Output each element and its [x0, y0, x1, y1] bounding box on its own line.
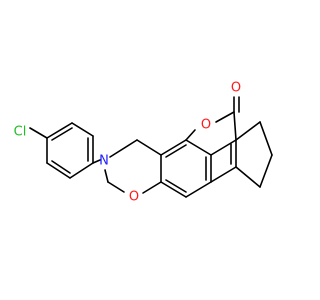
bond	[259, 121, 273, 156]
bond	[29, 127, 48, 139]
lactone-oxygen-atom-label: O	[201, 118, 211, 133]
bond	[165, 179, 187, 193]
bond	[46, 122, 73, 139]
bond	[235, 121, 261, 141]
bond	[210, 139, 237, 156]
bond	[215, 111, 235, 123]
bond	[142, 181, 162, 194]
carbonyl-oxygen-atom-label: O	[231, 81, 241, 96]
bond	[160, 181, 187, 198]
atom-labels: Cl N O O O	[14, 81, 241, 205]
bond	[136, 139, 162, 156]
bond	[104, 169, 109, 183]
bond	[185, 139, 212, 156]
bond	[71, 122, 94, 137]
bond	[160, 139, 187, 156]
bond	[92, 159, 101, 164]
bond	[259, 154, 273, 188]
bond	[109, 139, 138, 158]
bond	[210, 166, 237, 183]
chlorine-atom-label: Cl	[14, 125, 27, 140]
structure-diagram: Cl N O O O	[14, 81, 273, 205]
ring-oxygen-atom-label: O	[129, 190, 139, 205]
bond	[235, 166, 261, 188]
bond	[165, 144, 187, 158]
bond	[69, 162, 94, 179]
bond	[185, 181, 212, 198]
bond	[46, 162, 71, 179]
molecule-drawing: Cl N O O O	[14, 81, 273, 205]
bond	[51, 160, 71, 174]
bond	[185, 129, 196, 141]
bond	[107, 181, 125, 193]
bonds	[29, 96, 273, 198]
nitrogen-atom-label: N	[99, 154, 109, 169]
bond	[51, 127, 73, 141]
bond	[233, 111, 237, 141]
